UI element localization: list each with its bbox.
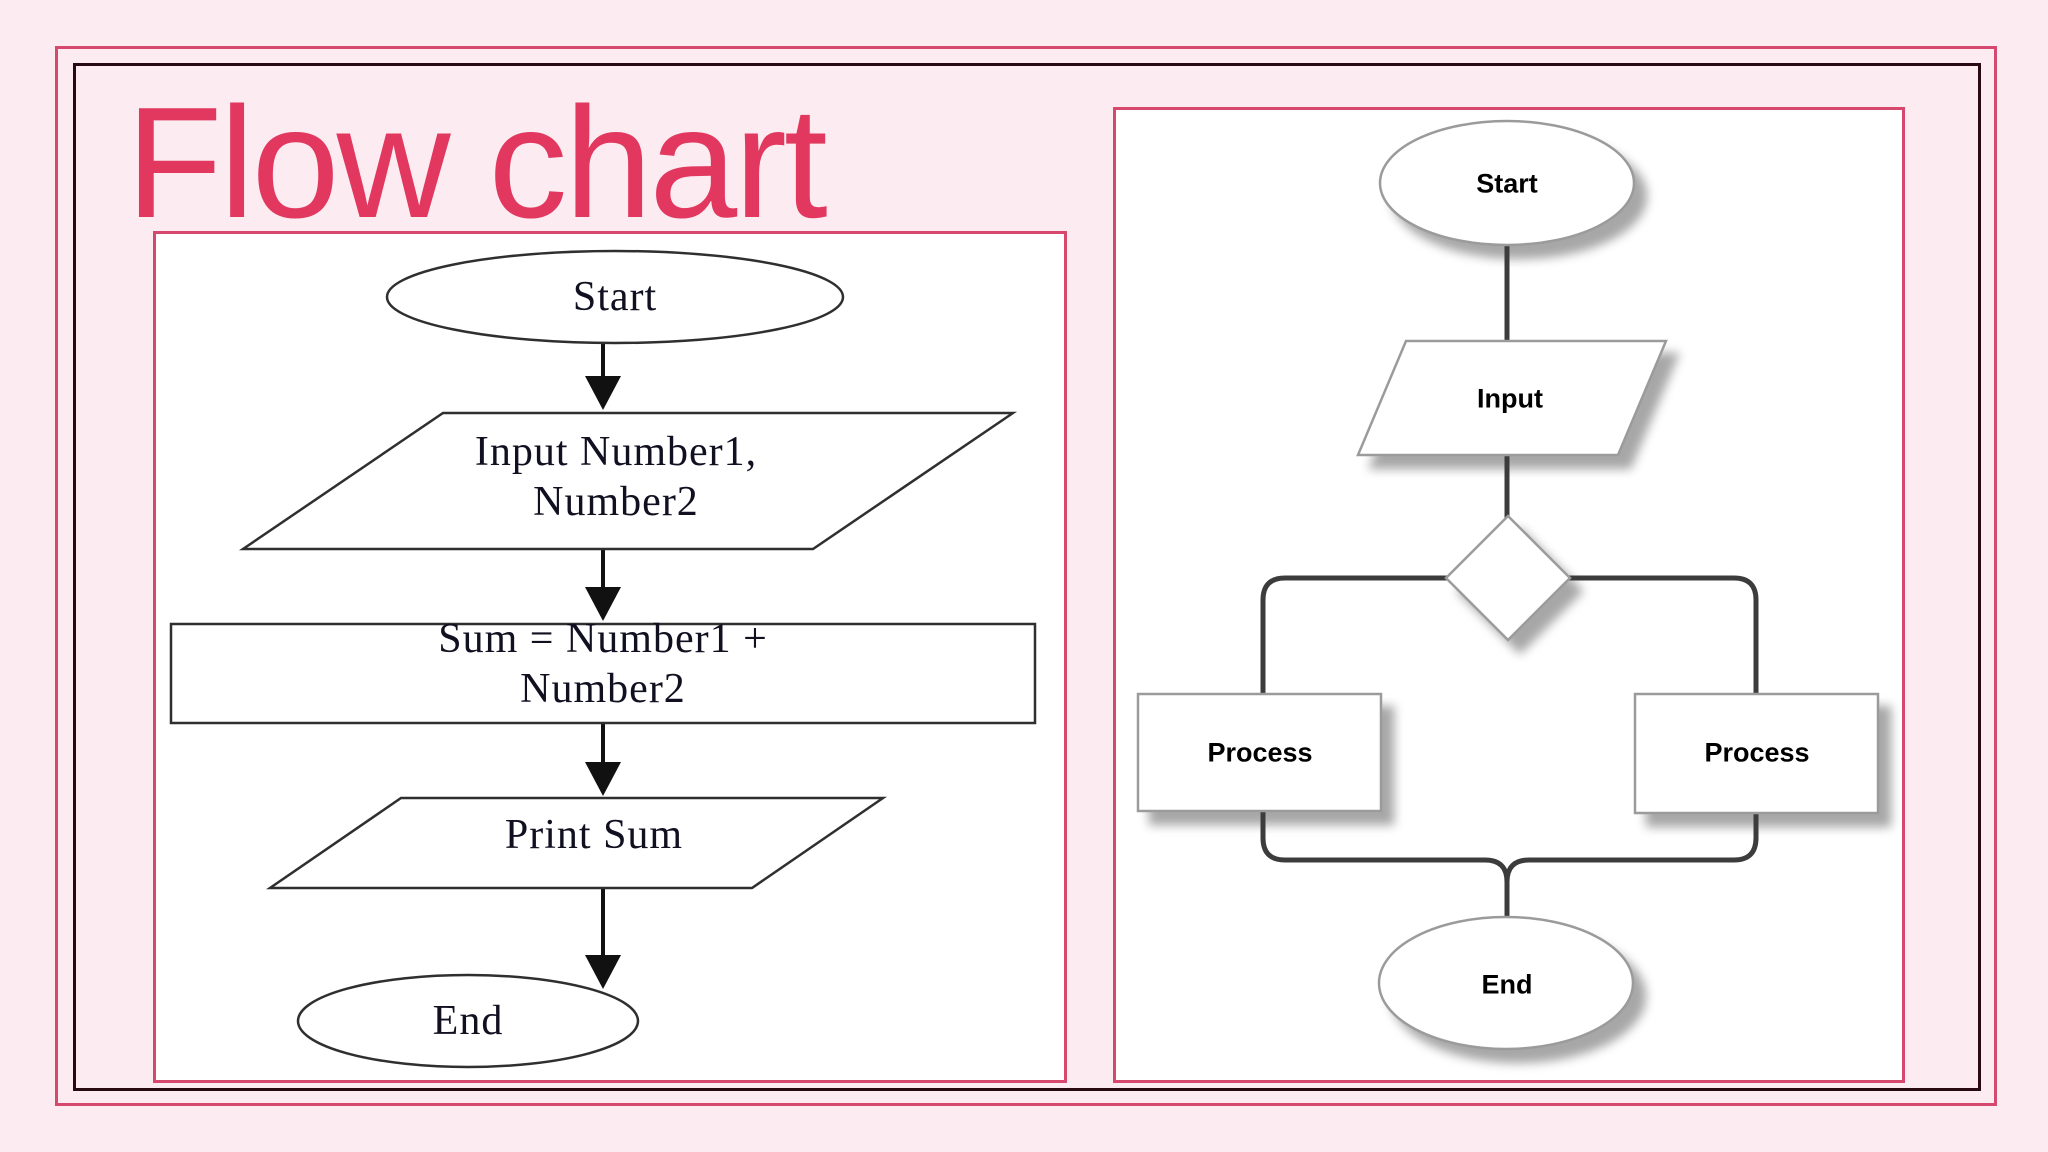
right-process1-label: Process	[1207, 737, 1313, 768]
right-connector-process2-end	[1504, 806, 1759, 885]
right-connector-process1-end	[1260, 804, 1510, 923]
right-start-label: Start	[1476, 168, 1538, 199]
left-arrowhead-2	[585, 587, 621, 621]
right-end-shape	[1377, 915, 1635, 1051]
right-connector-decision-process1	[1260, 575, 1453, 701]
right-process2-shape	[1633, 692, 1880, 815]
right-start-shape	[1378, 119, 1636, 247]
right-end-label: End	[1481, 969, 1533, 1000]
right-flowchart-panel: Start Input Process Process End	[1113, 107, 1905, 1083]
right-connector-decision-process2	[1563, 575, 1759, 701]
left-process-shape	[169, 622, 1037, 725]
left-flowchart-drawing	[169, 249, 1037, 1069]
left-arrowhead-1	[585, 376, 621, 410]
right-input-label: Input	[1477, 383, 1543, 414]
left-arrowhead-3	[585, 762, 621, 796]
left-start-shape	[385, 249, 845, 345]
slide-outer-frame	[55, 46, 1997, 1106]
right-process2-label: Process	[1704, 737, 1810, 768]
slide-inner-frame	[73, 63, 1981, 1091]
right-input-shape	[1356, 339, 1668, 457]
slide-title: Flow chart	[126, 75, 828, 251]
left-end-label: End	[432, 998, 504, 1044]
left-end-shape	[296, 973, 640, 1069]
left-output-label: Print Sum	[504, 812, 684, 858]
left-start-label: Start	[572, 274, 658, 320]
left-arrowhead-4	[585, 955, 621, 989]
left-input-shape	[238, 411, 1018, 551]
left-process-label: Sum = Number1 + Number2	[438, 616, 768, 712]
left-output-shape	[265, 796, 888, 890]
left-input-label: Input Number1, Number2	[474, 429, 758, 525]
right-flowchart-drawing	[1136, 119, 1880, 1051]
left-flowchart-panel: Start Input Number1, Number2 Sum = Numbe…	[153, 231, 1067, 1083]
right-decision-shape	[1444, 514, 1572, 642]
right-process1-shape	[1136, 692, 1383, 813]
